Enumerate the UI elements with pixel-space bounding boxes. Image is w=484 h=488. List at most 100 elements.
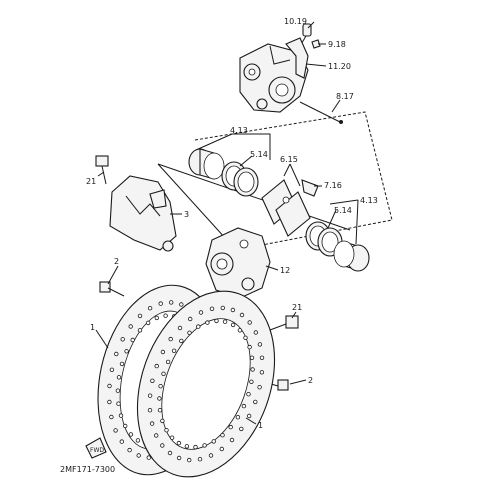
disc-vent-hole	[114, 351, 119, 357]
callout-21-b: 21	[292, 303, 302, 312]
disc-vent-hole	[119, 439, 124, 444]
disc-vent-hole	[128, 432, 134, 437]
disc-vent-hole	[120, 337, 125, 342]
disc-vent-hole	[109, 367, 115, 372]
disc-vent-hole	[177, 325, 183, 331]
callout-5-14-b: 5.14	[334, 206, 352, 215]
disc-vent-hole	[235, 415, 241, 420]
disc-vent-hole	[160, 418, 165, 424]
disc-vent-hole	[158, 384, 163, 389]
disc-vent-hole	[146, 455, 151, 460]
disc-vent-hole	[118, 413, 124, 418]
disc-vent-hole	[243, 335, 248, 340]
disc-vent-hole	[187, 330, 192, 335]
disc-vent-hole	[135, 438, 141, 443]
brake-pad-set	[261, 179, 311, 237]
callout-labels: 10.19 9.18 11.20 8.17 4.13 5.14 6.15 7.1…	[60, 17, 378, 474]
disc-vent-hole	[158, 301, 163, 306]
disc-vent-hole	[229, 437, 235, 443]
disc-vent-hole	[246, 413, 252, 419]
disc-vent-hole	[228, 424, 233, 430]
callout-4-13-a: 4.13	[230, 126, 248, 135]
disc-vent-hole	[137, 313, 143, 319]
bolt-2-upper	[99, 281, 125, 297]
disc-vent-hole	[154, 315, 159, 321]
callout-8-17: 8.17	[336, 92, 354, 101]
disc-vent-hole	[219, 446, 224, 452]
disc-vent-hole	[109, 414, 114, 420]
lower-caliper-body	[205, 227, 271, 299]
disc-vent-hole	[239, 312, 245, 318]
disc-vent-hole	[241, 403, 247, 409]
callout-10-19: 10.19	[284, 17, 307, 26]
disc-vent-hole	[154, 363, 159, 369]
disc-vent-hole	[116, 401, 121, 406]
callout-1-b: 1	[258, 421, 263, 430]
disc-vent-hole	[150, 378, 155, 383]
disc-vent-hole	[179, 302, 184, 307]
disc-vent-hole	[153, 433, 159, 438]
disc-vent-hole	[211, 439, 216, 444]
callout-9-18: 9.18	[328, 40, 346, 49]
bolt-21-upper	[95, 155, 109, 185]
callout-1-a: 1	[90, 323, 95, 332]
disc-vent-hole	[222, 319, 228, 324]
left-caliper-body	[109, 175, 177, 252]
disc-vent-hole	[161, 371, 166, 376]
callout-3: 3	[184, 210, 189, 219]
disc-vent-hole	[136, 453, 141, 458]
leader-lines	[95, 21, 359, 425]
disc-vent-hole	[197, 457, 203, 462]
disc-vent-hole	[220, 433, 225, 438]
disc-vent-hole	[116, 375, 122, 380]
disc-vent-hole	[147, 393, 153, 398]
disc-vent-hole	[107, 383, 112, 389]
disc-vent-hole	[124, 349, 129, 354]
disc-vent-hole	[208, 453, 214, 458]
disc-vent-hole	[184, 444, 190, 449]
disc-vent-hole	[214, 318, 219, 324]
document-number: 2MF171-7300	[60, 465, 115, 474]
piston-left	[188, 148, 225, 180]
disc-vent-hole	[145, 320, 151, 326]
pad-support-clip	[301, 179, 319, 197]
disc-vent-hole	[147, 408, 153, 413]
disc-vent-hole	[176, 440, 182, 446]
disc-vent-hole	[168, 336, 173, 342]
disc-vent-hole	[137, 328, 143, 333]
disc-vent-hole	[149, 421, 155, 426]
disc-vent-hole	[113, 428, 118, 433]
logo-stamp: FWD	[85, 437, 107, 459]
disc-vent-hole	[130, 337, 135, 343]
disc-vent-hole	[259, 355, 265, 360]
pad-pin-upper	[299, 101, 343, 124]
disc-vent-hole	[198, 310, 204, 315]
disc-vent-hole	[253, 399, 258, 405]
disc-vent-hole	[249, 355, 255, 360]
disc-vent-hole	[257, 342, 263, 347]
disc-vent-hole	[193, 444, 198, 450]
callout-5-14-a: 5.14	[250, 150, 268, 159]
cap-screw-upper	[311, 39, 321, 49]
disc-vent-hole	[237, 328, 243, 333]
callout-6-15: 6.15	[280, 155, 298, 164]
disc-vent-hole	[205, 320, 210, 325]
callout-2-a: 2	[114, 257, 119, 266]
disc-vent-hole	[209, 306, 215, 311]
disc-vent-hole	[128, 324, 133, 329]
pad-spring-upper	[285, 37, 309, 79]
disc-vent-hole	[127, 447, 132, 453]
callout-12: 12	[280, 266, 290, 275]
disc-vent-hole	[257, 385, 262, 390]
svg-text:FWD: FWD	[90, 447, 104, 454]
disc-vent-hole	[160, 349, 166, 355]
disc-vent-hole	[259, 370, 265, 375]
upper-caliper-body	[239, 43, 309, 113]
disc-vent-hole	[160, 443, 165, 448]
disc-vent-hole	[247, 344, 252, 350]
disc-vent-hole	[202, 443, 207, 448]
disc-vent-hole	[250, 367, 255, 372]
disc-vent-hole	[169, 435, 175, 440]
disc-vent-hole	[186, 457, 192, 463]
